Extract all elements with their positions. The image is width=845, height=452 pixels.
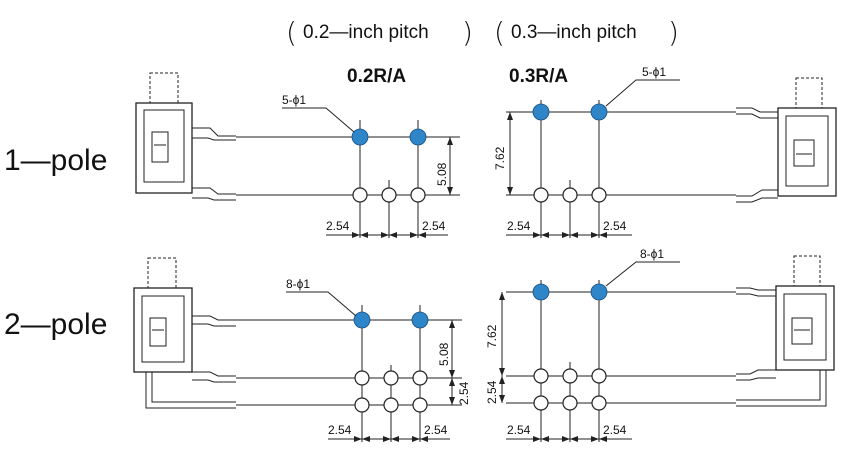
hole — [591, 395, 607, 411]
switch-body — [135, 72, 236, 201]
callout-label: 5-ϕ1 — [282, 93, 306, 107]
hole — [354, 370, 370, 386]
callout-label: 8-ϕ1 — [286, 277, 310, 291]
hole — [533, 395, 549, 411]
dim-508: 5.08 — [435, 162, 449, 186]
plated-hole — [590, 103, 608, 121]
header: ( 0.2—inch pitch ) ( 0.3—inch pitch ) 0.… — [286, 16, 679, 87]
dim-508: 5.08 — [437, 342, 451, 366]
plated-hole — [409, 128, 427, 146]
pitch-label-left: 0.2—inch pitch — [303, 22, 429, 43]
dim-254: 2.54 — [457, 381, 471, 405]
paren-close-right: ) — [668, 16, 679, 49]
paren-open-right: ( — [494, 16, 505, 49]
hole — [354, 397, 370, 413]
plated-hole — [532, 283, 550, 301]
dim-254: 2.54 — [507, 219, 531, 233]
footprint-2pole-02ra: 8-ϕ1 5.08 2.54 2.54 2.54 — [133, 257, 471, 442]
switch-body — [133, 257, 236, 409]
row-label-2-pole: 2—pole — [4, 308, 107, 341]
column-title-left: 0.2R/A — [347, 66, 406, 87]
dim-254: 2.54 — [507, 423, 531, 437]
footprint-2pole-03ra: 8-ϕ1 7.62 2.54 2.54 2.54 — [485, 247, 835, 442]
dim-254: 2.54 — [328, 423, 352, 437]
callout-label: 5-ϕ1 — [642, 65, 666, 79]
hole — [383, 397, 399, 413]
hole — [352, 187, 368, 203]
hole — [591, 368, 607, 384]
footprint-1pole-03ra: 5-ϕ1 7.62 2.54 2.54 — [493, 65, 837, 238]
dim-762: 7.62 — [485, 324, 499, 348]
switch-body — [736, 255, 835, 407]
paren-open-left: ( — [286, 16, 297, 49]
hole — [383, 370, 399, 386]
dim-254: 2.54 — [422, 219, 446, 233]
dim-254: 2.54 — [424, 423, 448, 437]
hole — [410, 187, 426, 203]
hole — [562, 395, 578, 411]
hole — [533, 368, 549, 384]
dim-762: 7.62 — [493, 146, 507, 170]
dim-254: 2.54 — [326, 219, 350, 233]
footprint-1pole-02ra: 5-ϕ1 5.08 2.54 2.54 — [135, 72, 460, 238]
hole — [533, 187, 549, 203]
plated-hole — [590, 283, 608, 301]
hole — [412, 397, 428, 413]
dim-254: 2.54 — [603, 219, 627, 233]
paren-close-left: ) — [462, 16, 473, 49]
dim-254: 2.54 — [485, 380, 499, 404]
hole — [381, 187, 397, 203]
row-label-1-pole: 1—pole — [4, 144, 107, 177]
hole — [562, 187, 578, 203]
hole — [562, 368, 578, 384]
plated-hole — [353, 311, 371, 329]
callout-label: 8-ϕ1 — [640, 247, 664, 261]
plated-hole — [411, 311, 429, 329]
column-title-right: 0.3R/A — [509, 66, 568, 87]
plated-hole — [351, 128, 369, 146]
switch-body — [736, 77, 837, 203]
hole — [412, 370, 428, 386]
plated-hole — [532, 103, 550, 121]
pitch-label-right: 0.3—inch pitch — [511, 22, 637, 43]
dim-254: 2.54 — [603, 423, 627, 437]
hole — [591, 187, 607, 203]
